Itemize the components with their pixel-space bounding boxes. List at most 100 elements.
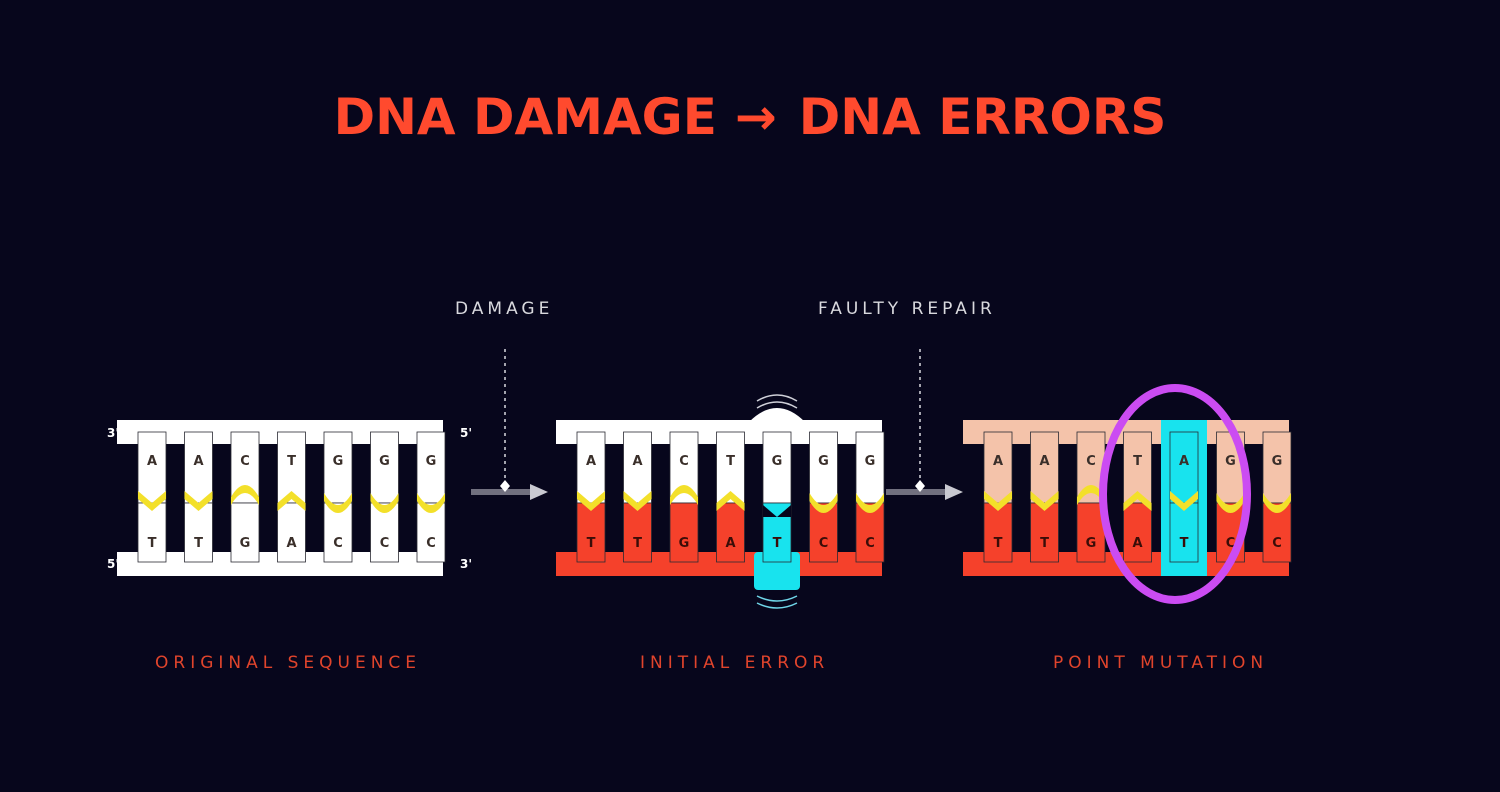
bottom-base-letter: T (1180, 536, 1189, 551)
top-base-letter: G (426, 454, 437, 469)
top-base (576, 431, 606, 504)
damage-bulge (749, 408, 805, 422)
strand-end-bottom-left: 5' (107, 557, 119, 571)
bottom-base-letter: G (240, 536, 251, 551)
strand-end-bottom-right: 3' (460, 557, 472, 571)
bottom-base-letter: T (633, 536, 642, 551)
bottom-base-letter: C (380, 536, 390, 551)
base-pair-interlock (984, 491, 1012, 511)
top-base (762, 431, 792, 504)
base-pair-interlock (577, 491, 605, 511)
top-base-letter: T (1133, 454, 1142, 469)
base-pair-interlock (1216, 493, 1245, 513)
base-pair-interlock (138, 491, 166, 511)
bottom-base-letter: A (1132, 536, 1142, 551)
base-pair-interlock (231, 485, 259, 505)
top-base (983, 431, 1013, 504)
bottom-base (623, 502, 652, 563)
bottom-base-letter: T (994, 536, 1003, 551)
bottom-base-letter: G (679, 536, 690, 551)
base-pair-interlock (1123, 491, 1152, 511)
top-base (1262, 431, 1292, 504)
base-pair-interlock (1263, 493, 1291, 513)
bottom-base-letter: T (587, 536, 596, 551)
top-base (277, 431, 306, 504)
top-base (416, 431, 446, 504)
bottom-base (184, 502, 213, 563)
top-base (370, 431, 399, 504)
base-pair-interlock (716, 491, 745, 511)
top-base (1030, 431, 1059, 504)
top-base-letter: A (1039, 454, 1049, 469)
caption-initial-error: INITIAL ERROR (640, 653, 830, 673)
bottom-base (1169, 502, 1199, 563)
top-base-letter: G (333, 454, 344, 469)
bottom-base (137, 502, 167, 563)
top-base-letter: A (632, 454, 642, 469)
bottom-base (716, 502, 745, 563)
top-base-letter: G (379, 454, 390, 469)
bottom-base (576, 502, 606, 563)
top-base-letter: T (726, 454, 735, 469)
base-pair-interlock (670, 485, 698, 505)
base-pair-interlock (184, 491, 213, 511)
mutation-highlight-ring (1099, 384, 1251, 604)
top-base-letter: G (772, 454, 783, 469)
bottom-base (1123, 502, 1152, 563)
top-base-letter: G (1272, 454, 1283, 469)
bottom-base-letter: C (1226, 536, 1236, 551)
bottom-base (277, 502, 306, 563)
base-pair-interlock (1170, 491, 1198, 511)
top-base-letter: G (865, 454, 876, 469)
top-base (137, 431, 167, 504)
bottom-base-letter: T (773, 536, 782, 551)
top-base-letter: G (1225, 454, 1236, 469)
base-pair-interlock (623, 491, 652, 511)
caption-original-sequence: ORIGINAL SEQUENCE (155, 653, 422, 673)
top-base-letter: A (147, 454, 157, 469)
bottom-base (323, 502, 353, 563)
title-right: DNA ERRORS (798, 88, 1167, 146)
bottom-base-letter: C (865, 536, 875, 551)
bottom-base (983, 502, 1013, 563)
top-base-letter: C (1086, 454, 1096, 469)
bottom-base-letter: C (333, 536, 343, 551)
top-base-letter: A (586, 454, 596, 469)
top-base (323, 431, 353, 504)
top-base-letter: C (240, 454, 250, 469)
base-pair-interlock (277, 491, 306, 511)
bottom-base-letter: C (1272, 536, 1282, 551)
base-pair-interlock (1077, 485, 1105, 505)
base-pair-interlock (809, 493, 838, 513)
title-arrow-icon: → (734, 88, 777, 146)
bottom-base (669, 502, 699, 563)
top-base-letter: C (679, 454, 689, 469)
bottom-base (230, 502, 260, 563)
vibration-arc-top (756, 401, 798, 409)
bottom-base-letter: T (1040, 536, 1049, 551)
bottom-base-letter: C (819, 536, 829, 551)
vibration-arc-top (756, 394, 798, 402)
base-pair-interlock (856, 493, 884, 513)
base-pair-interlock (370, 493, 399, 513)
bottom-base-letter: A (286, 536, 296, 551)
faulty-repair-label: FAULTY REPAIR (818, 299, 996, 319)
damage-label: DAMAGE (455, 299, 554, 319)
base-pair-interlock (417, 493, 445, 513)
bottom-base-letter: T (148, 536, 157, 551)
strand-end-top-left: 3' (107, 426, 119, 440)
strand-end-top-right: 5' (460, 426, 472, 440)
bottom-base (1030, 502, 1059, 563)
top-base-letter: A (1179, 454, 1189, 469)
bottom-base-letter: C (426, 536, 436, 551)
bottom-base-letter: T (194, 536, 203, 551)
vibration-arc-bottom (756, 595, 798, 602)
page-title: DNA DAMAGE→DNA ERRORS (0, 88, 1500, 146)
faulty-repair-arrow-icon (886, 349, 963, 500)
top-base-letter: A (193, 454, 203, 469)
top-base (623, 431, 652, 504)
vibration-arc-bottom (756, 602, 798, 609)
damage-arrow-icon (471, 349, 548, 500)
